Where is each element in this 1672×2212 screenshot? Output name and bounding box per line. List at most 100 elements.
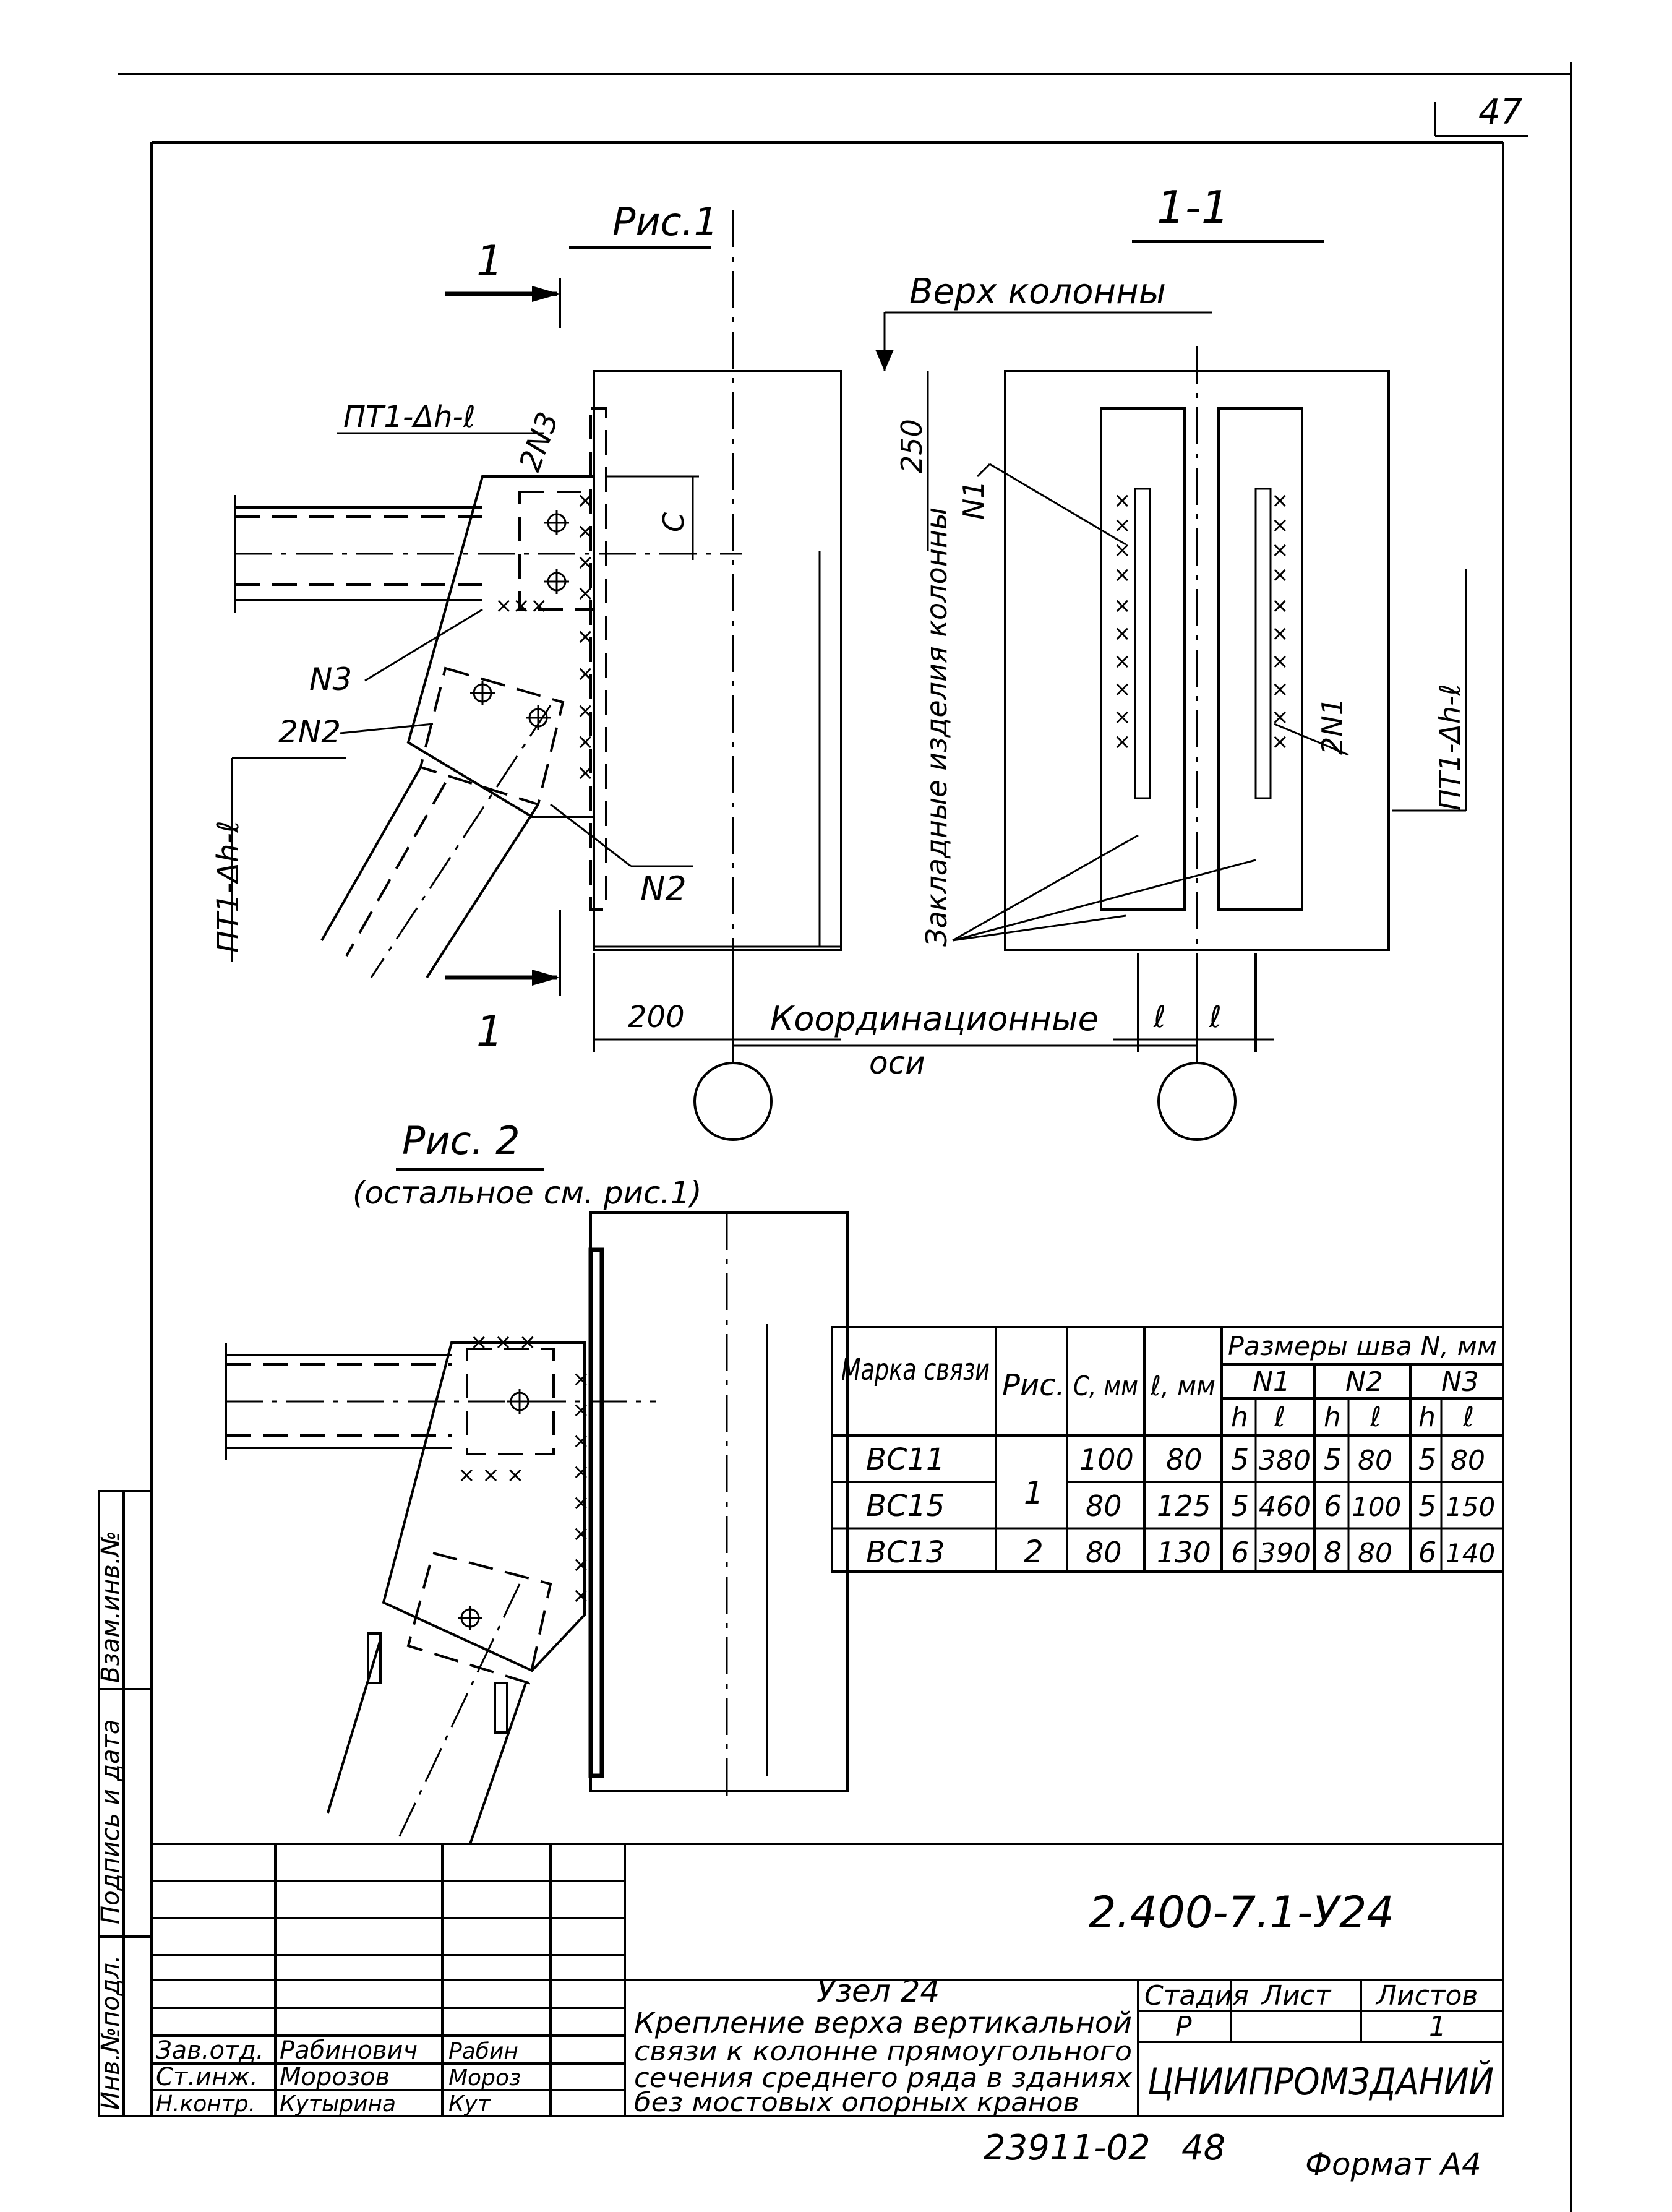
svg-text:×: × — [1113, 621, 1131, 646]
weld-label-2n1: 2N1 — [1316, 697, 1349, 755]
table-header-n3: N3 — [1441, 1366, 1479, 1398]
table-header-fig: Рис. — [1002, 1368, 1065, 1403]
svg-text:×: × — [1113, 488, 1131, 513]
svg-text:×: × — [577, 581, 594, 606]
table-header-c: С, мм — [1073, 1371, 1138, 1402]
svg-text:×: × — [577, 550, 594, 575]
table-row-n1l: 380 — [1259, 1445, 1311, 1476]
person-role: Ст.инж. — [156, 2063, 258, 2091]
format-note: Формат А4 — [1305, 2146, 1481, 2182]
table-row-e: 130 — [1157, 1536, 1211, 1569]
table-header-l: ℓ — [1370, 1401, 1381, 1433]
svg-text:×: × — [1113, 513, 1131, 538]
svg-text:×: × — [572, 1460, 590, 1484]
sheet-frame — [99, 62, 1572, 2212]
table-row-mark: ВС15 — [866, 1489, 945, 1523]
table-header-l: ℓ — [1274, 1401, 1285, 1433]
weld-label-n3: N3 — [309, 661, 352, 697]
person-role: Зав.отд. — [156, 2036, 264, 2065]
sheets-value: 1 — [1429, 2011, 1446, 2042]
table-row-e: 125 — [1157, 1489, 1211, 1523]
table-row-n2h: 8 — [1324, 1536, 1342, 1569]
table-row-c: 100 — [1079, 1443, 1134, 1476]
svg-text:× × ×: × × × — [458, 1463, 524, 1487]
svg-text:×: × — [572, 1521, 590, 1546]
section-mark-top: 1 — [476, 237, 503, 286]
table-row-n1l: 390 — [1259, 1538, 1311, 1569]
svg-text:×: × — [1271, 593, 1289, 618]
svg-text:×: × — [1271, 562, 1289, 587]
side-stamp-sign-date: Подпись и дата — [96, 1719, 125, 1924]
table-header-h: h — [1418, 1401, 1436, 1433]
svg-text:×: × — [1271, 621, 1289, 646]
figure-2: Рис. 2 (остальное см. рис.1) ××× ××× ×× … — [225, 1118, 849, 1844]
person-role: Н.контр. — [156, 2091, 255, 2117]
page-number: 47 — [1478, 92, 1523, 132]
figure-2-subtitle: (остальное см. рис.1) — [353, 1175, 702, 1211]
bolt-hole — [458, 1606, 482, 1630]
svg-text:×: × — [1113, 705, 1131, 729]
person-signature: Рабин — [448, 2039, 518, 2064]
svg-text:×: × — [577, 760, 594, 785]
table-header-n2: N2 — [1345, 1366, 1383, 1398]
archive-sheet: 48 — [1181, 2128, 1225, 2168]
description-line-1: Крепление верха вертикальной — [634, 2006, 1132, 2039]
bolt-hole — [507, 1389, 532, 1414]
weld-label-2n3: 2N3 — [513, 408, 566, 476]
svg-text:×: × — [1271, 488, 1289, 513]
person-name: Морозов — [280, 2063, 390, 2091]
table-header-weld-sizes: Размеры шва N, мм — [1228, 1331, 1497, 1361]
svg-text:×: × — [572, 1367, 590, 1392]
svg-text:×: × — [577, 624, 594, 649]
svg-text:×: × — [1271, 649, 1289, 674]
section-mark-bottom: 1 — [476, 1007, 503, 1056]
axis-bubble-left — [693, 1062, 773, 1141]
node-title: Узел 24 — [817, 1973, 940, 2009]
coordination-axes-label-2: оси — [869, 1045, 925, 1081]
svg-text:×: × — [1271, 677, 1289, 702]
sheet-label: Лист — [1261, 1980, 1332, 2012]
table-row-n3l: 80 — [1451, 1445, 1485, 1476]
embedded-parts-label: Закладные изделия колонны — [920, 507, 953, 947]
weld-table: Марка связи Рис. С, мм ℓ, мм Размеры шва… — [831, 1326, 1504, 1573]
table-row-c: 80 — [1086, 1489, 1122, 1523]
table-header-n1: N1 — [1253, 1366, 1290, 1398]
svg-text:×: × — [577, 699, 594, 723]
svg-text:×: × — [577, 519, 594, 544]
stage-label: Стадия — [1144, 1980, 1249, 2012]
table-row-n3h: 6 — [1418, 1536, 1436, 1569]
section-title: 1-1 — [1157, 181, 1230, 233]
table-row-n2l: 100 — [1352, 1492, 1401, 1522]
table-row-n2h: 6 — [1324, 1489, 1342, 1523]
svg-text:×: × — [1113, 562, 1131, 587]
table-row-n1h: 6 — [1231, 1536, 1249, 1569]
weld-spec-top: ΠΤ1-Δh-ℓ — [343, 400, 476, 434]
table-row-n1h: 5 — [1231, 1443, 1249, 1476]
table-row-c: 80 — [1086, 1536, 1122, 1569]
svg-text:×××: ××× — [495, 593, 547, 618]
table-header-h: h — [1324, 1401, 1341, 1433]
bolt-hole — [544, 510, 569, 535]
description-line-3: сечения среднего ряда в зданиях — [634, 2062, 1133, 2094]
table-row-n2l: 80 — [1358, 1445, 1392, 1476]
organization: ЦНИИПРОМЗДАНИЙ — [1147, 2060, 1494, 2104]
person-name: Кутырина — [280, 2091, 396, 2117]
weld-label-n2: N2 — [640, 869, 687, 908]
side-stamp-inv-no: Инв.№подл. — [96, 1955, 125, 2110]
axis-bubble-right — [1157, 1062, 1237, 1141]
svg-text:×: × — [572, 1429, 590, 1453]
archive-number: 23911-02 — [984, 2128, 1151, 2168]
table-row-fig: 1 — [1024, 1475, 1044, 1511]
svg-text:× × ×: × × × — [470, 1330, 536, 1354]
side-stamp: Взам.инв.№ Подпись и дата Инв.№подл. — [96, 1490, 153, 2117]
weld-label-2n2: 2N2 — [278, 714, 341, 750]
svg-text:×: × — [572, 1583, 590, 1608]
side-stamp-replace-inv: Взам.инв.№ — [96, 1531, 125, 1683]
svg-text:×: × — [1271, 538, 1289, 562]
table-header-l: ℓ — [1462, 1401, 1474, 1433]
svg-text:×: × — [572, 1398, 590, 1422]
table-row-fig: 2 — [1024, 1534, 1044, 1570]
dim-e-left: ℓ — [1153, 1000, 1166, 1035]
svg-text:×: × — [1113, 593, 1131, 618]
table-row-n3l: 150 — [1446, 1492, 1495, 1522]
